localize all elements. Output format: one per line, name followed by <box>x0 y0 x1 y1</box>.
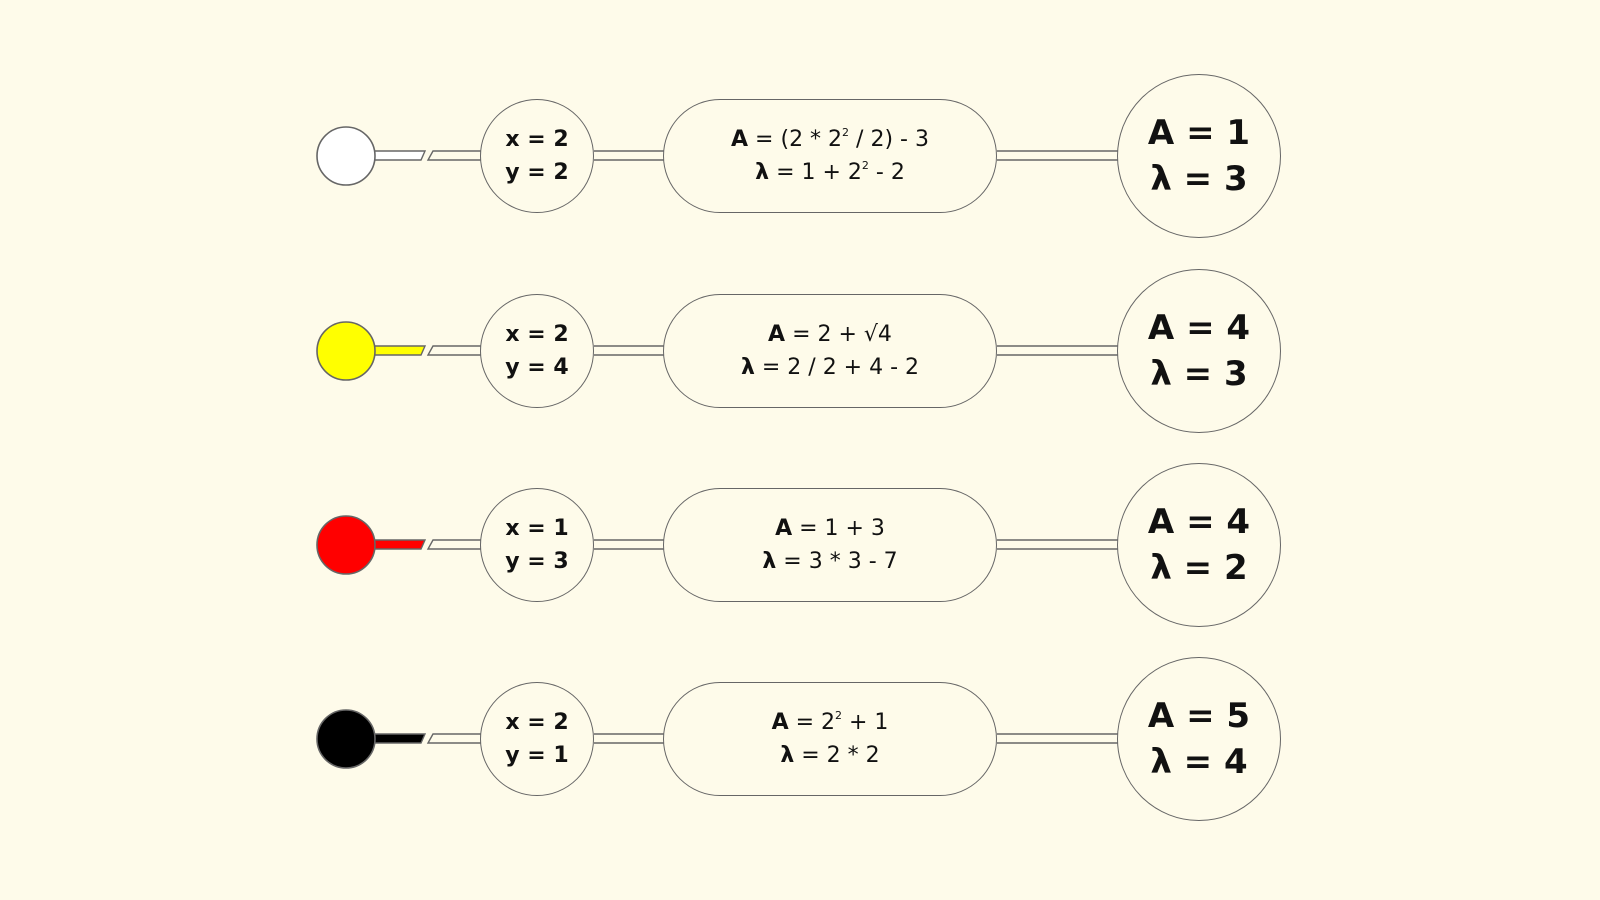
connector-input-equation <box>594 150 664 161</box>
input-y-value: y = 1 <box>505 743 569 768</box>
variable-symbol: A <box>768 322 786 347</box>
result-node: A = 4 λ = 2 <box>1117 463 1281 627</box>
connector-input-equation <box>594 345 664 356</box>
result-lambda: λ = 3 <box>1150 159 1248 199</box>
connector-input-equation <box>594 539 664 550</box>
equation-term: + 1 <box>842 710 889 735</box>
input-y-value: y = 2 <box>505 160 569 185</box>
connector-equation-result <box>997 345 1118 356</box>
input-node: x = 1 y = 3 <box>480 488 594 602</box>
result-node: A = 4 λ = 3 <box>1117 269 1281 433</box>
color-marker <box>316 709 376 769</box>
equation-a: A = (2 * 22 / 2) - 3 <box>731 123 929 156</box>
connector-equation-result <box>997 733 1118 744</box>
connector-equation-result <box>997 539 1118 550</box>
variable-symbol: λ <box>762 549 777 574</box>
variable-symbol: λ <box>755 160 770 185</box>
variable-symbol: λ <box>740 355 755 380</box>
result-a: A = 4 <box>1147 308 1251 348</box>
connector-to-input <box>426 345 482 356</box>
result-a: A = 4 <box>1147 502 1251 542</box>
equation-lambda: λ = 2 / 2 + 4 - 2 <box>741 351 919 384</box>
equation-term: = 1 + 3 <box>792 516 885 541</box>
connector-to-input <box>426 150 482 161</box>
connector-to-input <box>426 733 482 744</box>
equation-term: = 2 / 2 + 4 - 2 <box>754 355 920 380</box>
input-x-value: x = 2 <box>505 127 569 152</box>
result-a: A = 5 <box>1147 696 1251 736</box>
exponent: 2 <box>835 709 843 722</box>
equation-term: / 2) - 3 <box>849 127 929 152</box>
result-a: A = 1 <box>1147 113 1251 153</box>
input-x-value: x = 2 <box>505 710 569 735</box>
equation-a: A = 1 + 3 <box>775 512 885 545</box>
equation-lambda: λ = 1 + 22 - 2 <box>755 156 905 189</box>
exponent: 2 <box>861 159 869 172</box>
variable-symbol: A <box>775 516 793 541</box>
result-lambda: λ = 4 <box>1150 742 1248 782</box>
equation-term: = 2 + √4 <box>785 322 892 347</box>
connector-to-input <box>426 539 482 550</box>
input-node: x = 2 y = 2 <box>480 99 594 213</box>
variable-symbol: λ <box>780 743 795 768</box>
equation-term: = 2 <box>788 710 836 735</box>
result-node: A = 5 λ = 4 <box>1117 657 1281 821</box>
input-node: x = 2 y = 1 <box>480 682 594 796</box>
equation-term: - 2 <box>868 160 905 185</box>
connector-wires <box>316 126 1118 186</box>
input-y-value: y = 4 <box>505 355 569 380</box>
color-marker <box>316 321 376 381</box>
color-marker <box>316 515 376 575</box>
result-lambda: λ = 2 <box>1150 548 1248 588</box>
equation-term: = 2 * 2 <box>794 743 880 768</box>
result-lambda: λ = 3 <box>1150 354 1248 394</box>
input-y-value: y = 3 <box>505 549 569 574</box>
connector-equation-result <box>997 150 1118 161</box>
color-marker <box>316 126 376 186</box>
exponent: 2 <box>842 126 850 139</box>
equation-term: = 3 * 3 - 7 <box>776 549 898 574</box>
equation-lambda: λ = 3 * 3 - 7 <box>762 545 897 578</box>
input-x-value: x = 1 <box>505 516 569 541</box>
equation-a: A = 22 + 1 <box>772 706 889 739</box>
variable-symbol: A <box>731 127 749 152</box>
equation-a: A = 2 + √4 <box>768 318 892 351</box>
input-node: x = 2 y = 4 <box>480 294 594 408</box>
result-node: A = 1 λ = 3 <box>1117 74 1281 238</box>
connector-wires <box>316 321 1118 381</box>
equation-term: = (2 * 2 <box>748 127 843 152</box>
equation-lambda: λ = 2 * 2 <box>780 739 879 772</box>
connector-input-equation <box>594 733 664 744</box>
connector-wires <box>316 515 1118 575</box>
equation-term: = 1 + 2 <box>769 160 862 185</box>
input-x-value: x = 2 <box>505 322 569 347</box>
variable-symbol: A <box>771 710 789 735</box>
